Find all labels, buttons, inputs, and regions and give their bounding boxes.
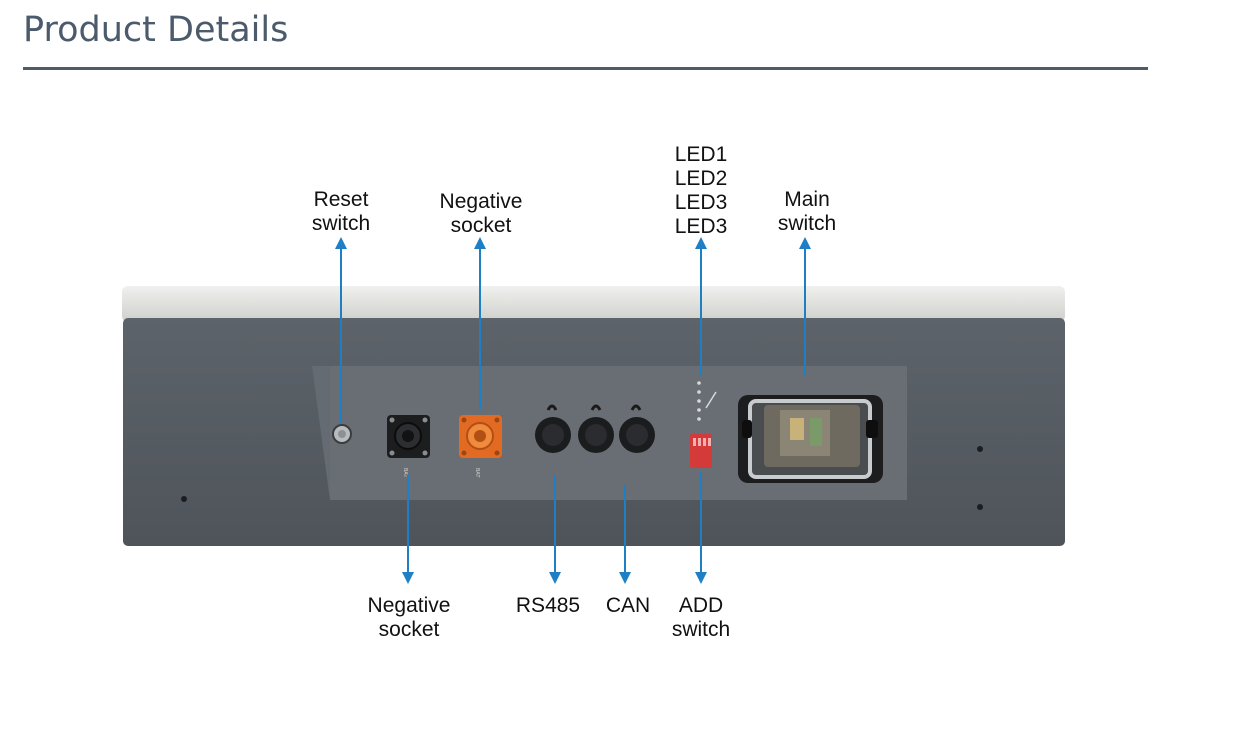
label-negative-top: Negative <box>440 190 523 213</box>
negative-socket-orange[interactable] <box>459 415 502 458</box>
screw-hole <box>977 504 983 510</box>
rs485-port[interactable] <box>535 404 571 453</box>
screw-hole <box>977 446 983 452</box>
label-rs485: RS485 <box>516 594 580 617</box>
label-led2: LED2 <box>675 167 728 190</box>
label-led1: LED1 <box>675 143 728 166</box>
label-add-switch: switch <box>672 618 730 641</box>
led-indicators <box>697 381 717 421</box>
label-reset: Reset <box>314 188 369 211</box>
top-cover <box>122 286 1065 322</box>
label-reset-switch: switch <box>312 212 370 235</box>
label-socket-top: socket <box>451 214 512 237</box>
label-can: CAN <box>606 594 650 617</box>
screw-hole <box>181 496 187 502</box>
label-socket-bottom: socket <box>379 618 440 641</box>
battery-unit <box>122 286 1065 546</box>
bat-label-2: BAT <box>474 468 480 478</box>
label-led3b: LED3 <box>675 215 728 238</box>
label-main: Main <box>784 188 830 211</box>
callout-arrows <box>335 237 811 584</box>
add-dip-switch[interactable] <box>690 434 712 468</box>
rs485-port-2[interactable] <box>578 404 614 453</box>
bat-label-1: BAT <box>402 468 408 478</box>
label-led3: LED3 <box>675 191 728 214</box>
label-add: ADD <box>679 594 723 617</box>
negative-socket-black[interactable] <box>387 415 430 458</box>
title-divider <box>23 67 1148 70</box>
main-switch[interactable] <box>738 395 883 483</box>
reset-switch[interactable] <box>332 424 352 444</box>
label-negative-bottom: Negative <box>368 594 451 617</box>
page-title: Product Details <box>23 10 289 50</box>
can-port[interactable] <box>619 404 655 453</box>
label-main-switch: switch <box>778 212 836 235</box>
